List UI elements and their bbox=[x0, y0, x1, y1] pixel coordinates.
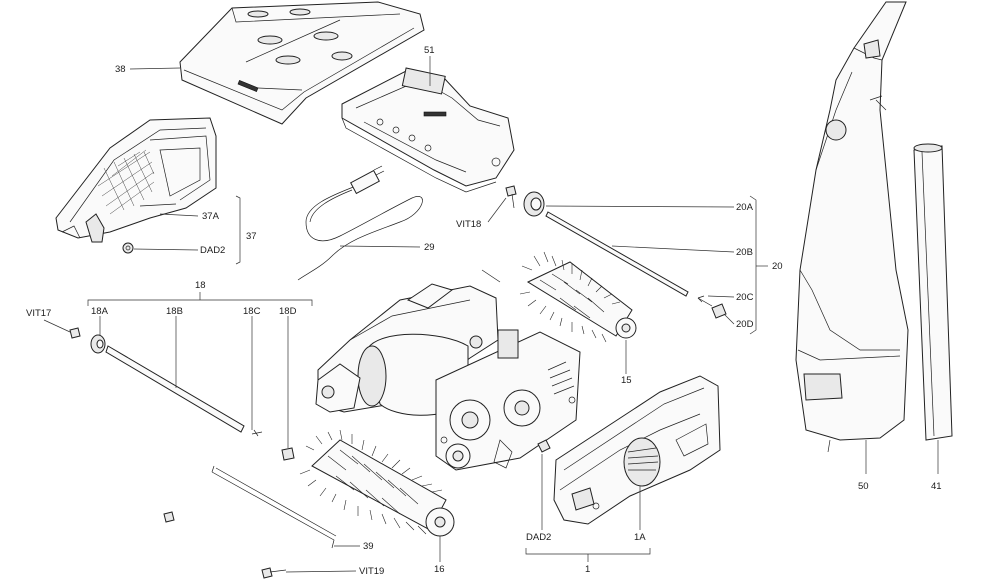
label-16: 16 bbox=[434, 564, 445, 575]
label-15: 15 bbox=[621, 375, 632, 386]
label-20A: 20A bbox=[736, 202, 754, 213]
part-38-top-cover bbox=[179, 1, 425, 125]
part-18D-cap bbox=[281, 447, 295, 461]
part-39-wire-bar bbox=[211, 465, 337, 549]
part-20D-cap bbox=[711, 303, 727, 319]
label-29: 29 bbox=[424, 242, 435, 253]
part-18B-shaft bbox=[105, 345, 245, 433]
loose-screw bbox=[163, 511, 175, 523]
label-51: 51 bbox=[424, 45, 435, 56]
part-18A-bushing bbox=[90, 334, 106, 354]
label-18: 18 bbox=[195, 280, 206, 291]
part-20A-bushing bbox=[523, 191, 545, 217]
part-16-large-brush bbox=[299, 429, 455, 537]
part-51-base-frame bbox=[341, 67, 515, 193]
label-39: 39 bbox=[363, 541, 374, 552]
leader-lines bbox=[43, 56, 939, 573]
part-dad2-nut-upper bbox=[122, 242, 134, 254]
main-chassis-assembly bbox=[315, 269, 581, 471]
label-50: 50 bbox=[858, 481, 869, 492]
part-vit17-screw bbox=[69, 327, 81, 339]
part-labels: 38 51 37A 37 DAD2 29 VIT18 20A 20B 20 20… bbox=[26, 45, 942, 577]
label-18D: 18D bbox=[279, 306, 297, 317]
label-37A: 37A bbox=[202, 211, 220, 222]
part-20C-pin bbox=[697, 295, 713, 307]
label-1: 1 bbox=[585, 564, 590, 575]
part-dad2-nut-lower bbox=[537, 439, 551, 453]
label-20D: 20D bbox=[736, 319, 754, 330]
part-29-power-cord bbox=[297, 165, 423, 281]
label-dad2-upper: DAD2 bbox=[200, 245, 225, 256]
part-vit19-screw bbox=[261, 567, 287, 579]
label-37: 37 bbox=[246, 231, 257, 242]
label-38: 38 bbox=[115, 64, 126, 75]
label-1A: 1A bbox=[634, 532, 646, 543]
part-37-motor-housing bbox=[55, 117, 217, 243]
label-18C: 18C bbox=[243, 306, 261, 317]
part-vit18-screw bbox=[505, 185, 517, 209]
label-dad2-lower: DAD2 bbox=[526, 532, 551, 543]
label-18B: 18B bbox=[166, 306, 183, 317]
part-1-side-cover bbox=[553, 375, 721, 525]
label-41: 41 bbox=[931, 481, 942, 492]
label-20B: 20B bbox=[736, 247, 753, 258]
label-20C: 20C bbox=[736, 292, 754, 303]
label-18A: 18A bbox=[91, 306, 109, 317]
part-20B-shaft bbox=[545, 211, 689, 297]
part-18C-pin bbox=[251, 429, 263, 437]
label-20: 20 bbox=[772, 261, 783, 272]
part-50-handle bbox=[795, 1, 909, 453]
label-vit19: VIT19 bbox=[359, 566, 384, 577]
label-vit18: VIT18 bbox=[456, 219, 481, 230]
part-41-rod bbox=[913, 143, 953, 441]
label-vit17: VIT17 bbox=[26, 308, 51, 319]
part-15-small-brush bbox=[519, 251, 637, 343]
